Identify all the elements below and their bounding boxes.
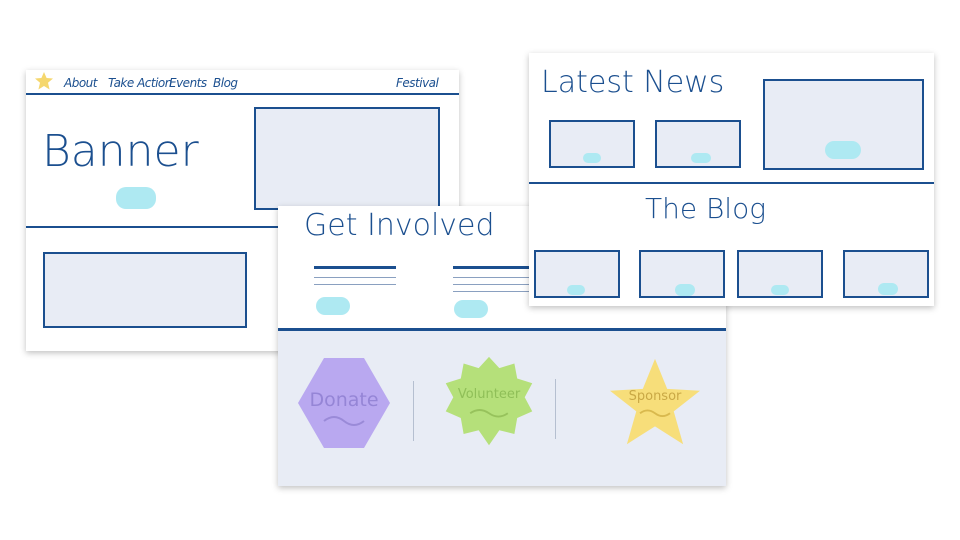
donate-badge[interactable]: Donate xyxy=(294,353,394,453)
donate-label: Donate xyxy=(309,389,379,411)
nav-link-take-action[interactable]: Take Action xyxy=(108,76,172,90)
column-2-text-line xyxy=(453,284,535,285)
column-2-text-line xyxy=(453,291,535,292)
content-image-placeholder xyxy=(43,252,247,328)
banner-button[interactable] xyxy=(116,187,156,209)
news-blog-wireframe: Latest News The Blog xyxy=(529,53,934,306)
news-thumbnail-2-button[interactable] xyxy=(691,153,711,163)
nav-link-blog[interactable]: Blog xyxy=(213,76,238,90)
star-logo-icon xyxy=(34,71,54,91)
blog-card-4-button[interactable] xyxy=(878,283,898,295)
sponsor-badge[interactable]: Sponsor xyxy=(608,357,702,447)
volunteer-badge[interactable]: Volunteer xyxy=(442,355,536,449)
column-1-heading-line xyxy=(314,266,396,269)
news-featured-button[interactable] xyxy=(825,141,861,159)
column-2-button[interactable] xyxy=(454,300,488,318)
banner-divider xyxy=(26,226,459,228)
blog-card-2-button[interactable] xyxy=(675,284,695,296)
get-involved-divider xyxy=(278,328,726,331)
actions-panel: Donate Volunteer Sponsor xyxy=(278,331,726,486)
blog-heading: The Blog xyxy=(645,192,767,225)
get-involved-heading: Get Involved xyxy=(304,208,495,243)
banner-heading: Banner xyxy=(42,126,199,177)
hexagon-badge-icon xyxy=(298,358,390,448)
action-separator xyxy=(555,379,556,439)
blog-card-1-button[interactable] xyxy=(567,285,585,295)
latest-news-heading: Latest News xyxy=(541,65,725,100)
burst-badge-icon xyxy=(445,356,533,446)
column-1-text-line xyxy=(314,284,396,285)
nav-divider xyxy=(26,93,459,95)
news-thumbnail-1-button[interactable] xyxy=(583,153,601,163)
column-2-text-line xyxy=(453,277,535,278)
nav-link-festival[interactable]: Festival xyxy=(396,76,439,90)
column-1-text-line xyxy=(314,277,396,278)
nav-link-about[interactable]: About xyxy=(64,76,97,90)
volunteer-label: Volunteer xyxy=(457,387,521,402)
sponsor-label: Sponsor xyxy=(628,389,682,404)
blog-card-3-button[interactable] xyxy=(771,285,789,295)
action-separator xyxy=(413,381,414,441)
nav-link-events[interactable]: Events xyxy=(169,76,207,90)
column-1-button[interactable] xyxy=(316,297,350,315)
star-badge-icon xyxy=(610,358,700,445)
banner-image-placeholder xyxy=(254,107,440,210)
column-2-heading-line xyxy=(453,266,535,269)
news-divider xyxy=(529,182,934,184)
